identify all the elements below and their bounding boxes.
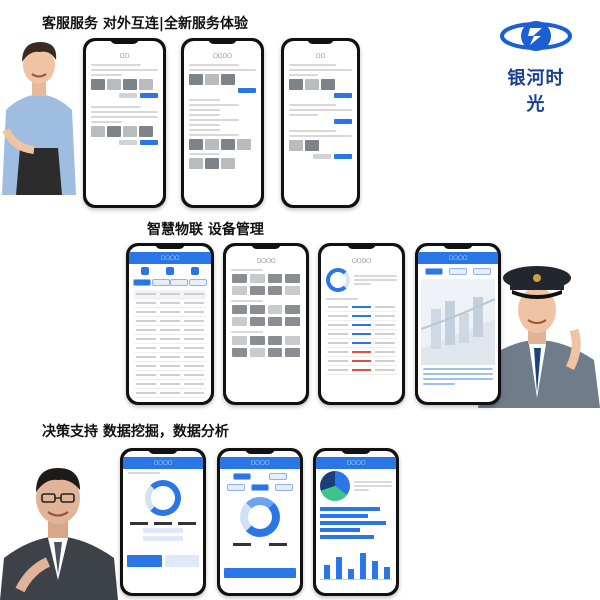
primary-button[interactable] — [238, 88, 256, 93]
secondary-button[interactable] — [119, 140, 137, 145]
filter-button[interactable] — [143, 528, 183, 533]
tab[interactable] — [473, 268, 491, 275]
ring-chart — [240, 497, 280, 537]
tab[interactable] — [133, 279, 152, 286]
screen-title-bar: ▢▢ — [119, 53, 130, 59]
tab[interactable] — [188, 279, 207, 286]
vertical-bar-chart — [320, 549, 392, 580]
tab[interactable] — [269, 473, 287, 480]
heading-customer-service: 客服服务 对外互连|全新服务体验 — [42, 16, 248, 32]
company-logo: 银河时光 — [500, 14, 572, 115]
tab[interactable] — [151, 279, 170, 286]
action-button[interactable] — [127, 555, 162, 567]
screen-title-bar: ▢▢▢▢ — [316, 457, 396, 469]
secondary-button[interactable] — [313, 154, 331, 159]
screen-title-bar: ▢▢▢▢ — [418, 252, 498, 264]
tab[interactable] — [170, 279, 189, 286]
status-ring — [326, 268, 350, 292]
primary-button[interactable] — [140, 140, 158, 145]
heading-iot: 智慧物联 设备管理 — [147, 222, 264, 238]
action-button[interactable] — [164, 555, 199, 567]
screen-title-bar: ▢▢▢▢ — [129, 252, 211, 264]
phone-iot-device-catalog: ▢▢▢▢ — [223, 243, 309, 405]
phone-iot-status: ▢▢▢▢ — [318, 243, 405, 405]
nav-icon[interactable] — [190, 267, 199, 275]
nav-icon[interactable] — [141, 267, 150, 275]
tab[interactable] — [275, 484, 293, 491]
logo-mark-icon — [500, 21, 572, 51]
primary-button[interactable] — [334, 154, 352, 159]
security-guard-photo — [474, 248, 600, 408]
pie-chart — [320, 471, 350, 501]
primary-button[interactable] — [140, 93, 158, 98]
donut-chart — [145, 480, 181, 516]
screen-title-bar: ▢▢▢▢ — [220, 457, 300, 469]
screen-title-bar: ▢▢▢▢ — [256, 258, 276, 264]
customer-service-agent-photo — [0, 30, 78, 195]
screen-title-bar: ▢▢▢▢ — [123, 457, 203, 469]
screen-title-bar: ▢▢▢▢ — [352, 258, 371, 264]
bottom-bar[interactable] — [224, 568, 296, 578]
building-map — [420, 279, 496, 365]
tab[interactable] — [449, 268, 467, 275]
horizontal-bar-chart — [320, 507, 392, 541]
screen-title-bar: ▢▢ — [315, 53, 326, 59]
logo-text: 银河时光 — [507, 68, 565, 115]
phone-customer-service-list: ▢▢ — [281, 38, 360, 208]
phone-iot-3d-map: ▢▢▢▢ — [415, 243, 501, 405]
businessman-photo — [0, 440, 118, 600]
tab[interactable] — [251, 484, 269, 491]
phone-decision-analysis: ▢▢▢▢ — [313, 448, 399, 596]
phone-customer-service-detail: ▢▢▢▢ — [181, 38, 264, 208]
filter-button[interactable] — [143, 536, 183, 541]
primary-button[interactable] — [334, 119, 352, 124]
secondary-button[interactable] — [119, 93, 137, 98]
phone-decision-overview: ▢▢▢▢ — [120, 448, 206, 596]
phone-customer-service-chat: ▢▢ — [83, 38, 166, 208]
tab[interactable] — [233, 473, 251, 480]
phone-iot-table: ▢▢▢▢ — [126, 243, 214, 405]
tab[interactable] — [425, 268, 443, 275]
primary-button[interactable] — [334, 93, 352, 98]
tab[interactable] — [227, 484, 245, 491]
nav-icon[interactable] — [165, 267, 174, 275]
phone-decision-stats: ▢▢▢▢ — [217, 448, 303, 596]
screen-title-bar: ▢▢▢▢ — [213, 53, 232, 59]
heading-decision: 决策支持 数据挖掘，数据分析 — [42, 424, 229, 440]
